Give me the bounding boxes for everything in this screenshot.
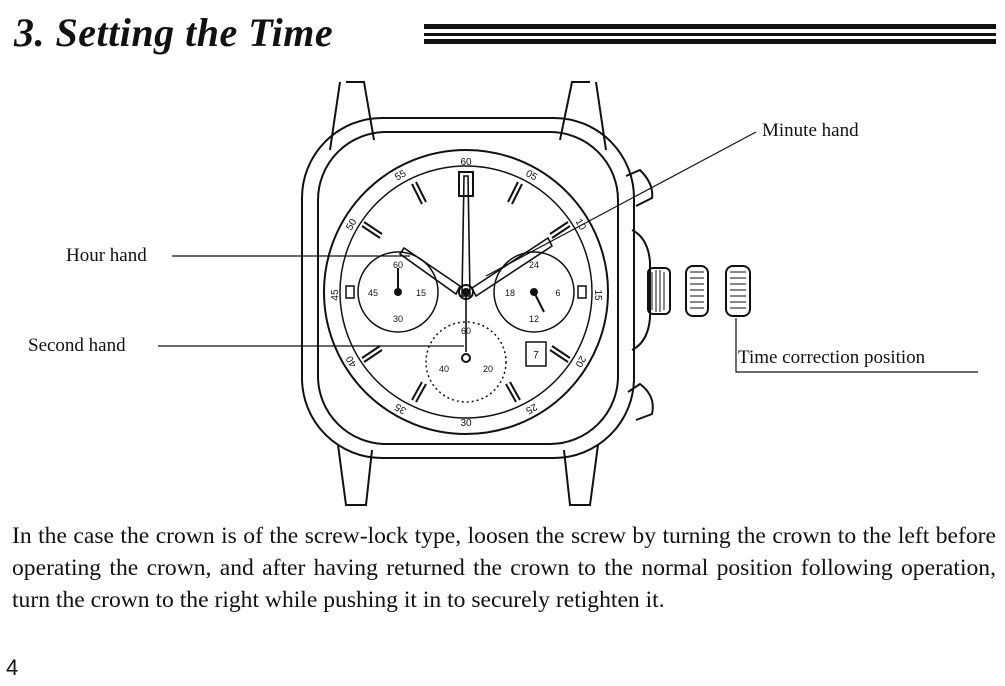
title-rule xyxy=(424,24,996,44)
title-rule-thick-line-bottom xyxy=(424,39,996,44)
left-subdial-15: 15 xyxy=(416,288,426,298)
dial-number-45: 45 xyxy=(330,289,341,301)
crown-guard xyxy=(631,229,651,351)
dial-number-15: 15 xyxy=(592,289,603,301)
hour-marker-12 xyxy=(458,171,474,197)
minute-hand-label: Minute hand xyxy=(762,120,859,141)
minute-hand-leader xyxy=(485,131,757,277)
minute-hand-luminous xyxy=(470,236,554,298)
right-subdial-6: 6 xyxy=(555,288,560,298)
second-hand-tip xyxy=(461,353,471,363)
dial-number-60: 60 xyxy=(460,157,472,168)
watch-illustration: 60 05 10 15 20 25 30 35 40 45 50 55 60 4… xyxy=(158,81,978,506)
dial-number-55: 55 xyxy=(393,168,409,183)
watch-case xyxy=(301,117,635,459)
time-correction-leader xyxy=(735,318,978,373)
right-subdial-18: 18 xyxy=(505,288,515,298)
upper-lugs xyxy=(329,81,607,151)
instruction-paragraph: In the case the crown is of the screw-lo… xyxy=(12,523,996,613)
dial-number-10: 10 xyxy=(573,217,588,233)
hour-marker-5 xyxy=(505,381,521,403)
hour-hand-label: Hour hand xyxy=(66,245,147,266)
lower-lugs xyxy=(337,444,599,506)
page-number: 4 xyxy=(6,655,19,680)
hour-marker-3 xyxy=(577,285,587,299)
minute-hand-shape xyxy=(461,175,471,297)
date-value: 7 xyxy=(533,350,539,361)
bottom-subdial-20: 20 xyxy=(483,364,493,374)
case-bezel xyxy=(317,131,619,445)
dial-number-30: 30 xyxy=(460,418,472,429)
crown-time-correction-position xyxy=(725,265,751,317)
bottom-subdial xyxy=(425,321,507,403)
left-subdial-60: 60 xyxy=(393,260,403,270)
lower-pusher xyxy=(627,382,654,421)
hour-marker-10 xyxy=(361,221,383,239)
crown-normal-position xyxy=(647,267,671,315)
hour-hand-shape xyxy=(398,246,462,296)
dial-number-50: 50 xyxy=(344,217,359,233)
dial-number-35: 35 xyxy=(393,400,409,415)
hour-marker-2 xyxy=(549,221,571,239)
upper-pusher xyxy=(625,168,654,207)
hour-marker-9 xyxy=(345,285,355,299)
title-rule-thin-line xyxy=(424,33,996,36)
center-pinion xyxy=(458,284,474,300)
section-title: 3. Setting the Time xyxy=(14,10,334,55)
right-subdial-12: 12 xyxy=(529,314,539,324)
bottom-subdial-40: 40 xyxy=(439,364,449,374)
bottom-subdial-60: 60 xyxy=(461,326,471,336)
left-subdial-45: 45 xyxy=(368,288,378,298)
second-hand-label: Second hand xyxy=(28,335,126,356)
date-window xyxy=(525,341,547,367)
left-subdial xyxy=(357,251,439,333)
dial-outer-ring xyxy=(323,149,609,435)
watch-figure: 60 05 10 15 20 25 30 35 40 45 50 55 60 4… xyxy=(0,60,1005,520)
title-rule-thick-line xyxy=(424,24,996,29)
hour-marker-7 xyxy=(411,381,427,403)
dial-number-40: 40 xyxy=(344,353,359,369)
hour-marker-1 xyxy=(507,181,523,205)
crown-intermediate-position xyxy=(685,265,709,317)
time-correction-position-label: Time correction position xyxy=(738,347,926,368)
dial-number-25: 25 xyxy=(523,401,539,416)
left-subdial-30: 30 xyxy=(393,314,403,324)
right-subdial xyxy=(493,251,575,333)
hour-marker-11 xyxy=(411,181,427,205)
right-subdial-24: 24 xyxy=(529,260,539,270)
dial-inner-ring xyxy=(339,165,593,419)
hour-marker-4 xyxy=(549,345,571,363)
dial-number-05: 05 xyxy=(524,168,540,183)
hour-marker-8 xyxy=(361,345,383,363)
dial-number-20: 20 xyxy=(572,354,587,370)
